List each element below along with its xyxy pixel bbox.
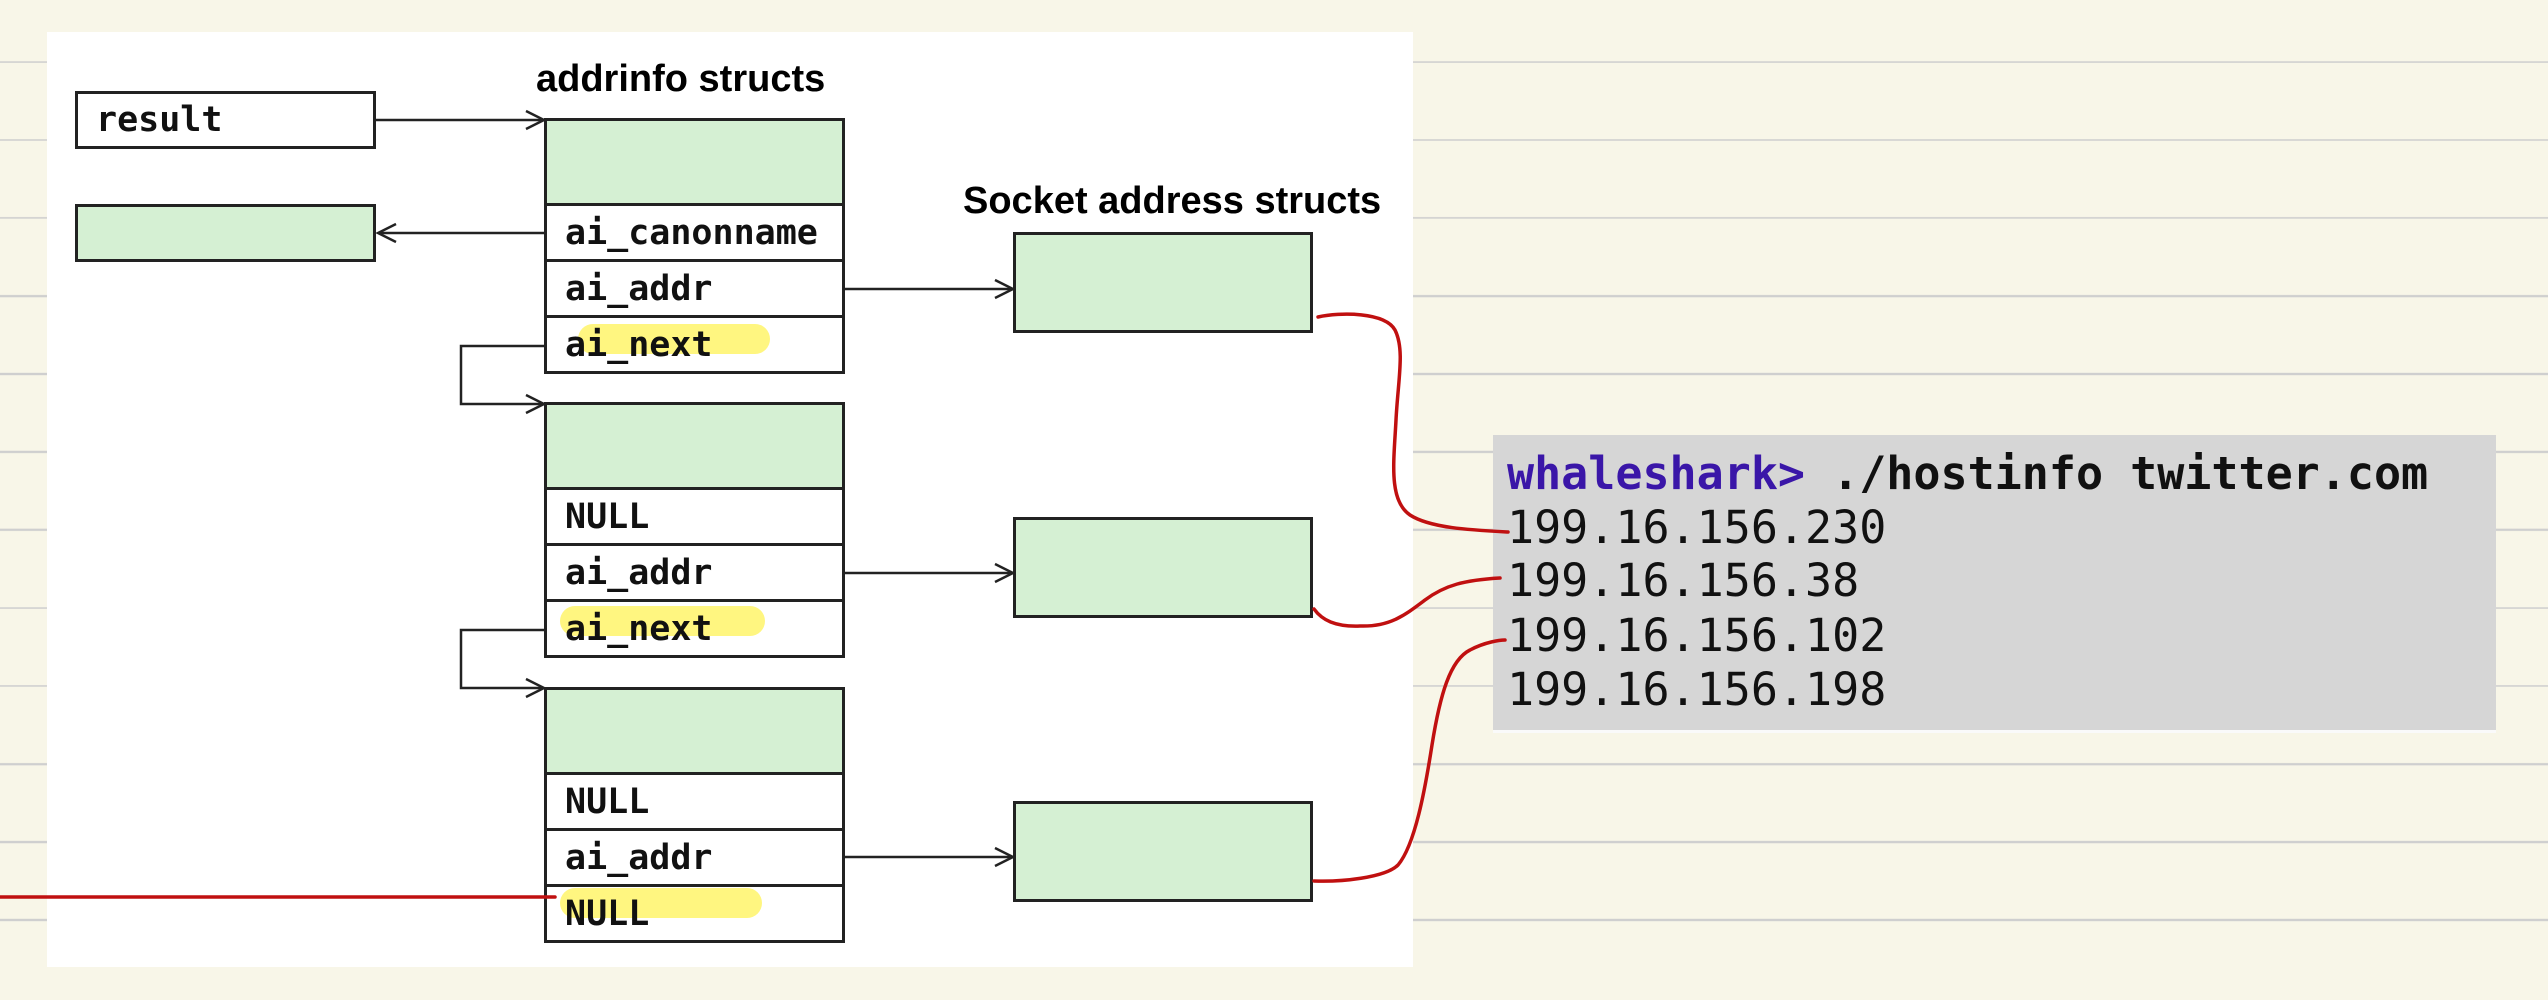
struct-1-header	[544, 118, 845, 206]
socket-address-struct-1	[1013, 232, 1313, 333]
struct-2-next-highlight	[560, 606, 765, 636]
struct-1-next-field: ai_next	[544, 315, 845, 374]
terminal-prompt: whaleshark>	[1507, 447, 1806, 500]
socket-address-struct-2	[1013, 517, 1313, 618]
struct-3-addr-field: ai_addr	[544, 828, 845, 887]
terminal-command-line: whaleshark> ./hostinfo twitter.com	[1507, 447, 2428, 500]
struct-3-header	[544, 687, 845, 775]
socket-address-structs-title: Socket address structs	[963, 180, 1382, 222]
addrinfo-structs-title: addrinfo structs	[536, 58, 826, 100]
struct-1-canonname-field: ai_canonname	[544, 203, 845, 262]
result-pointer-box: result	[75, 91, 376, 149]
struct-1-addr-field: ai_addr	[544, 259, 845, 318]
struct-2-canonname-field: NULL	[544, 487, 845, 546]
struct-3-canonname-field: NULL	[544, 772, 845, 831]
terminal-output-line: 199.16.156.102	[1507, 609, 1887, 662]
struct-2-header	[544, 402, 845, 490]
terminal-command: ./hostinfo twitter.com	[1805, 447, 2429, 500]
struct-3-next-highlight	[560, 888, 762, 918]
socket-address-struct-3	[1013, 801, 1313, 902]
terminal-output-panel: whaleshark> ./hostinfo twitter.com 199.1…	[1493, 435, 2496, 733]
terminal-output-line: 199.16.156.38	[1507, 554, 1860, 607]
struct-3-next-field: NULL	[544, 884, 845, 943]
struct-1-next-highlight	[578, 324, 770, 354]
struct-2-addr-field: ai_addr	[544, 543, 845, 602]
struct-2-next-field: ai_next	[544, 599, 845, 658]
terminal-output-line: 199.16.156.230	[1507, 501, 1887, 554]
canonical-name-string-box	[75, 204, 376, 262]
terminal-output-line: 199.16.156.198	[1507, 663, 1887, 716]
